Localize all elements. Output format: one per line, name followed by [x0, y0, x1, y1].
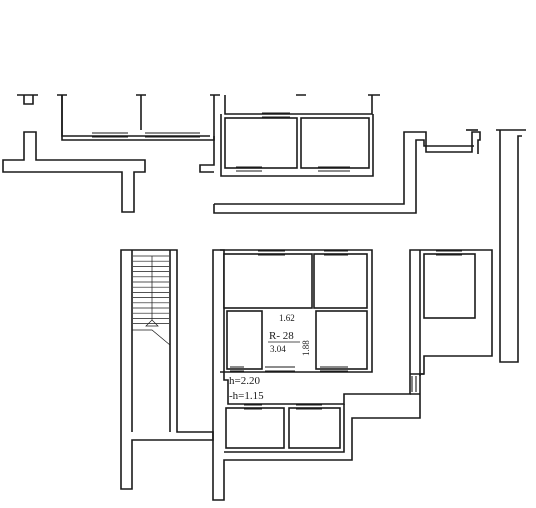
stair-direction-arrow: [145, 256, 159, 327]
ceiling-height: h=2.20: [229, 375, 260, 387]
dimension-side: 1.88: [301, 340, 311, 356]
dimension-width: 1.62: [279, 313, 295, 323]
upper-wing: [2, 94, 526, 363]
stairwell: [120, 249, 214, 490]
sill-height: -h=1.15: [229, 390, 264, 402]
room-label: R- 28: [269, 330, 294, 342]
annotations: 1.62 R- 28 3.04 1.88 h=2.20 -h=1.15: [229, 313, 311, 402]
dimension-length: 3.04: [270, 344, 286, 354]
lower-block: [212, 249, 493, 501]
